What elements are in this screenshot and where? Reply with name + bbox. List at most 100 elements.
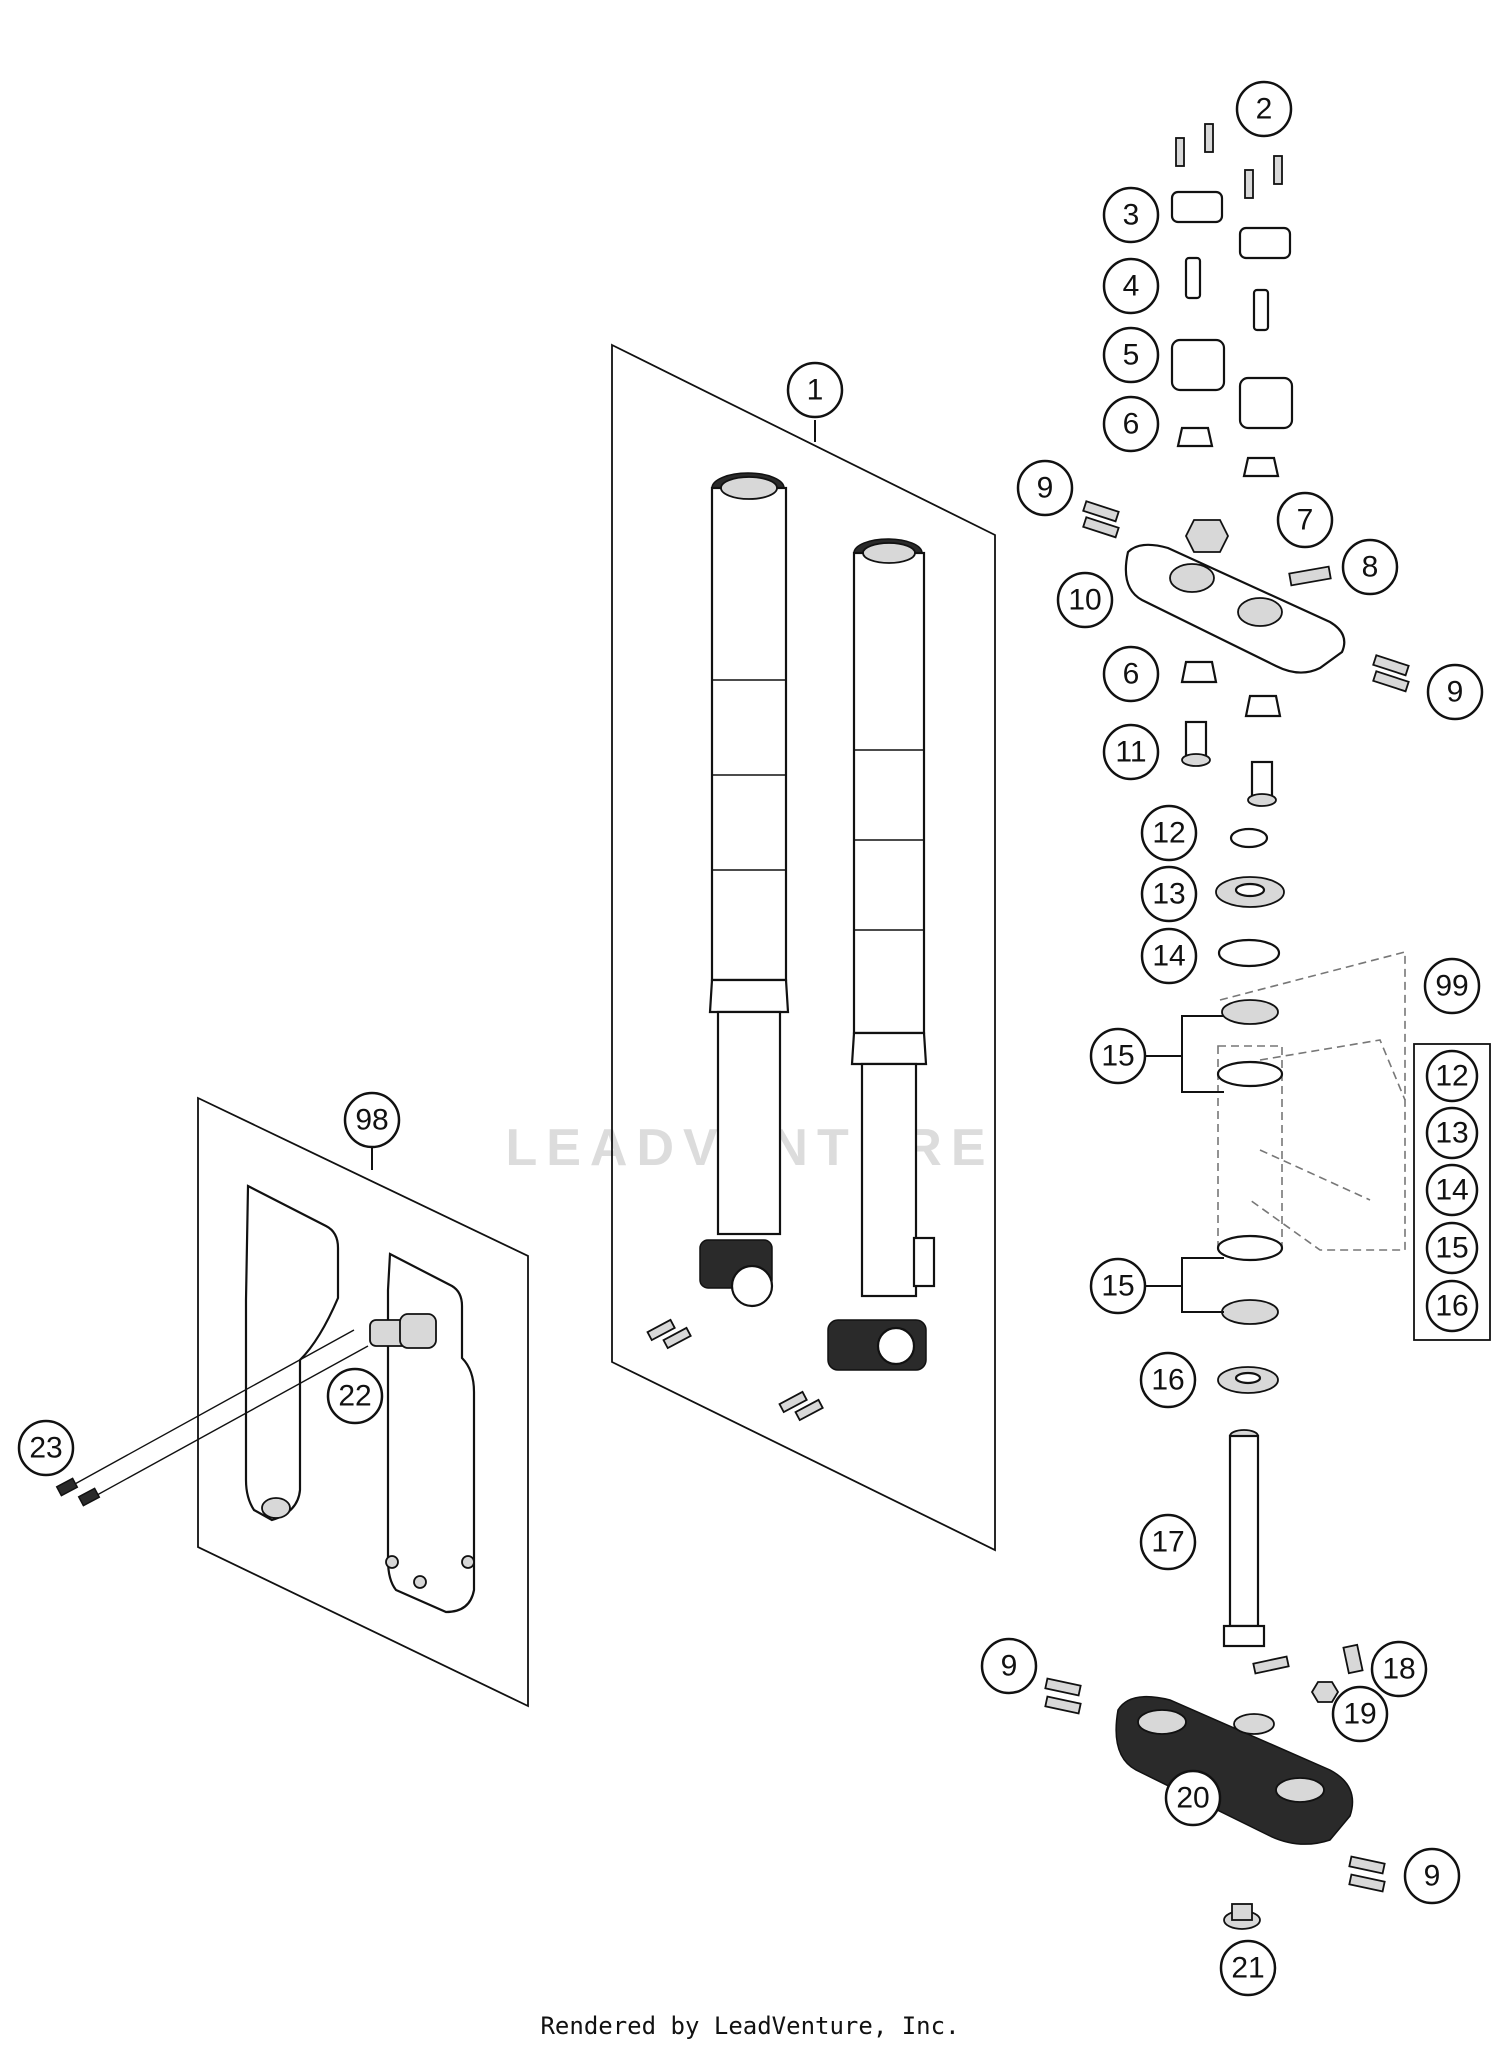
rubber-bushing-icon [1176,426,1280,478]
callout-9-lower-right[interactable]: 9 [1403,1847,1461,1905]
fork-guard-left-icon [244,1184,340,1522]
bearing-icon [1216,999,1284,1325]
svg-text:9: 9 [1424,1860,1441,1893]
stem-bolt-icon [1223,1903,1261,1930]
callout-21[interactable]: 21 [1219,1939,1277,1997]
callout-6-upper[interactable]: 6 [1102,395,1160,453]
svg-text:16: 16 [1435,1290,1468,1323]
svg-text:19: 19 [1343,1698,1376,1731]
kit-99-item-16[interactable]: 16 [1425,1279,1479,1333]
svg-text:7: 7 [1297,504,1314,537]
kit-99-item-15[interactable]: 15 [1425,1221,1479,1275]
svg-text:6: 6 [1123,658,1140,691]
seal-icon [1217,1366,1279,1394]
callout-18[interactable]: 18 [1370,1640,1428,1698]
svg-text:14: 14 [1435,1174,1468,1207]
pinch-bolt-icon [1288,565,1332,587]
svg-text:1: 1 [807,374,824,407]
svg-text:15: 15 [1101,1270,1134,1303]
callout-9-upper-left[interactable]: 9 [1016,459,1074,517]
frame-head-icon [1217,950,1406,1251]
callout-11[interactable]: 11 [1102,723,1160,781]
svg-text:13: 13 [1152,878,1185,911]
svg-text:16: 16 [1151,1364,1184,1397]
fork-leg-left-icon [699,472,790,1308]
handlebar-clamp-bottom-icon [1170,338,1294,430]
seal-icon [1215,876,1285,908]
svg-text:17: 17 [1151,1526,1184,1559]
svg-text:15: 15 [1435,1232,1468,1265]
bolt-icon [55,1477,101,1507]
callout-8[interactable]: 8 [1341,538,1399,596]
callout-15-bottom[interactable]: 15 [1089,1257,1147,1315]
svg-text:98: 98 [355,1104,388,1137]
guard-clamp-icon [369,1313,437,1349]
fork-guard-right-icon [385,1252,476,1614]
fork-leg-right-icon [827,538,936,1371]
svg-text:4: 4 [1123,270,1140,303]
handlebar-clamp-top-icon [1170,190,1292,260]
svg-text:9: 9 [1001,1650,1018,1683]
callout-15-top[interactable]: 15 [1089,1027,1147,1085]
footer-credit: Rendered by LeadVenture, Inc. [540,2012,960,2040]
callout-6-lower[interactable]: 6 [1102,645,1160,703]
callout-9-upper-right[interactable]: 9 [1426,663,1484,721]
callout-13[interactable]: 13 [1140,865,1198,923]
svg-text:3: 3 [1123,199,1140,232]
kit-99-item-14[interactable]: 14 [1425,1163,1479,1217]
svg-text:99: 99 [1435,970,1468,1003]
svg-text:21: 21 [1231,1952,1264,1985]
svg-text:12: 12 [1152,817,1185,850]
washer-icon [1229,827,1269,849]
kit-99-box [1413,1043,1491,1341]
callout-98[interactable]: 98 [343,1091,401,1149]
callout-16[interactable]: 16 [1139,1351,1197,1409]
svg-text:22: 22 [338,1380,371,1413]
callout-3[interactable]: 3 [1102,186,1160,244]
clamp-bolt-icon [1184,256,1270,332]
svg-text:2: 2 [1256,93,1273,126]
callout-19[interactable]: 19 [1331,1685,1389,1743]
svg-text:20: 20 [1176,1782,1209,1815]
svg-text:23: 23 [29,1432,62,1465]
leader-23-bolt-line [63,1329,355,1491]
callout-12[interactable]: 12 [1140,804,1198,862]
callout-99[interactable]: 99 [1423,957,1481,1015]
svg-text:10: 10 [1068,584,1101,617]
svg-text:8: 8 [1362,551,1379,584]
kit-99-item-12[interactable]: 12 [1425,1049,1479,1103]
callout-22[interactable]: 22 [326,1367,384,1425]
svg-text:6: 6 [1123,408,1140,441]
bolt-icon [1044,1643,1386,1893]
callout-17[interactable]: 17 [1139,1513,1197,1571]
callout-1[interactable]: 1 [786,361,844,419]
callout-2[interactable]: 2 [1235,80,1293,138]
callout-20[interactable]: 20 [1164,1769,1222,1827]
svg-text:9: 9 [1447,676,1464,709]
leader-15-bottom [1181,1257,1224,1313]
svg-text:13: 13 [1435,1117,1468,1150]
svg-text:5: 5 [1123,339,1140,372]
callout-23[interactable]: 23 [17,1419,75,1477]
callout-9-lower-left[interactable]: 9 [980,1637,1038,1695]
kit-99-item-13[interactable]: 13 [1425,1106,1479,1160]
spacer-sleeve-icon [1181,720,1277,807]
callout-14[interactable]: 14 [1140,927,1198,985]
svg-text:15: 15 [1101,1040,1134,1073]
dust-ring-icon [1217,938,1281,968]
steering-stem-icon [1222,1429,1266,1648]
svg-text:11: 11 [1115,736,1146,769]
svg-text:14: 14 [1152,940,1185,973]
leader-23-bolt-line-2 [87,1345,369,1501]
upper-triple-clamp-icon [1124,543,1346,674]
rubber-bushing-icon [1180,660,1282,718]
callout-10[interactable]: 10 [1056,571,1114,629]
callout-4[interactable]: 4 [1102,257,1160,315]
callout-7[interactable]: 7 [1276,491,1334,549]
svg-text:9: 9 [1037,472,1054,505]
bolt-icon [1082,500,1410,693]
leader-15-top [1181,1015,1224,1093]
callout-5[interactable]: 5 [1102,326,1160,384]
lower-triple-clamp-icon [1115,1695,1354,1845]
